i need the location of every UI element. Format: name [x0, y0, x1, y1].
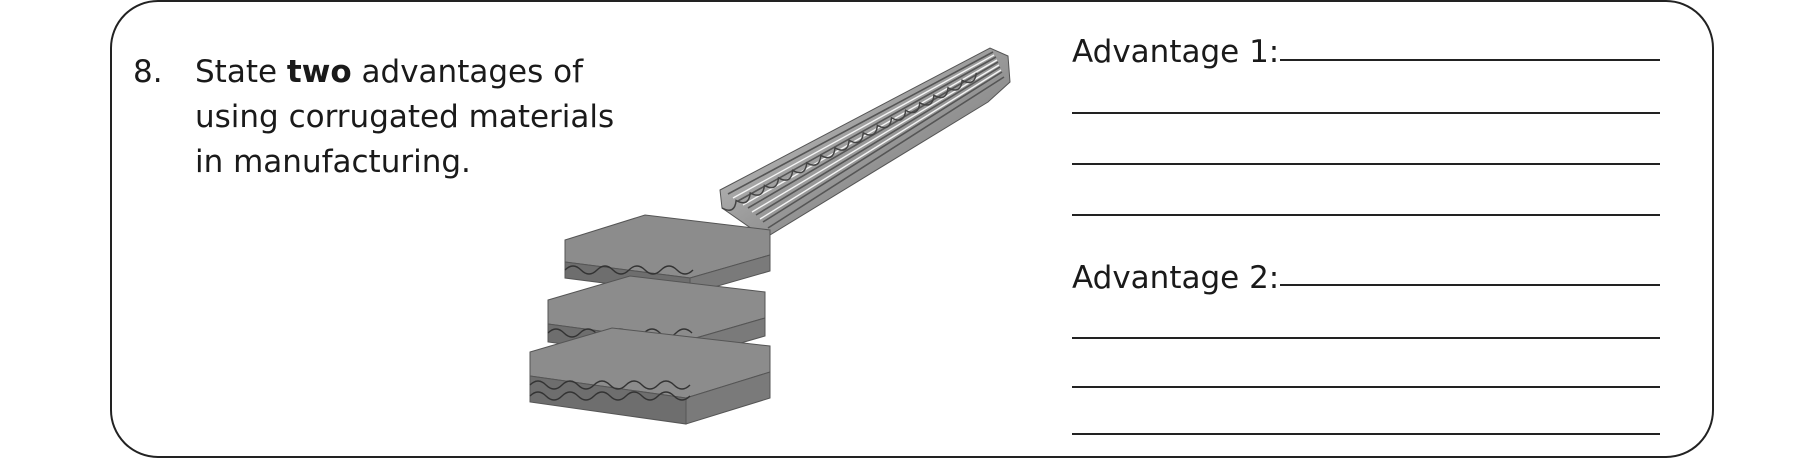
- question-frame: [110, 0, 1714, 458]
- question-text-emphasis: two: [286, 54, 352, 90]
- advantage-2-answer-line-2[interactable]: [1072, 337, 1660, 339]
- advantage-1-label: Advantage 1:: [1072, 34, 1280, 70]
- advantage-1-answer-line-1[interactable]: [1280, 59, 1660, 61]
- question-text-start: State: [195, 54, 287, 90]
- question-text-end: advantages of using corrugated materials…: [195, 54, 615, 180]
- advantage-1-answer-line-2[interactable]: [1072, 112, 1660, 114]
- advantage-2-answer-line-1[interactable]: [1280, 284, 1660, 286]
- advantage-2-label: Advantage 2:: [1072, 260, 1280, 296]
- question-number: 8.: [133, 54, 163, 90]
- corrugated-cardboard-stack-image: [529, 214, 771, 425]
- advantage-1-answer-line-3[interactable]: [1072, 163, 1660, 165]
- question-text: State two advantages of using corrugated…: [195, 50, 615, 185]
- advantage-2-answer-line-3[interactable]: [1072, 386, 1660, 388]
- advantage-2-answer-line-4[interactable]: [1072, 433, 1660, 435]
- corrugated-metal-sheet-image: [719, 47, 1011, 239]
- advantage-1-answer-line-4[interactable]: [1072, 214, 1660, 216]
